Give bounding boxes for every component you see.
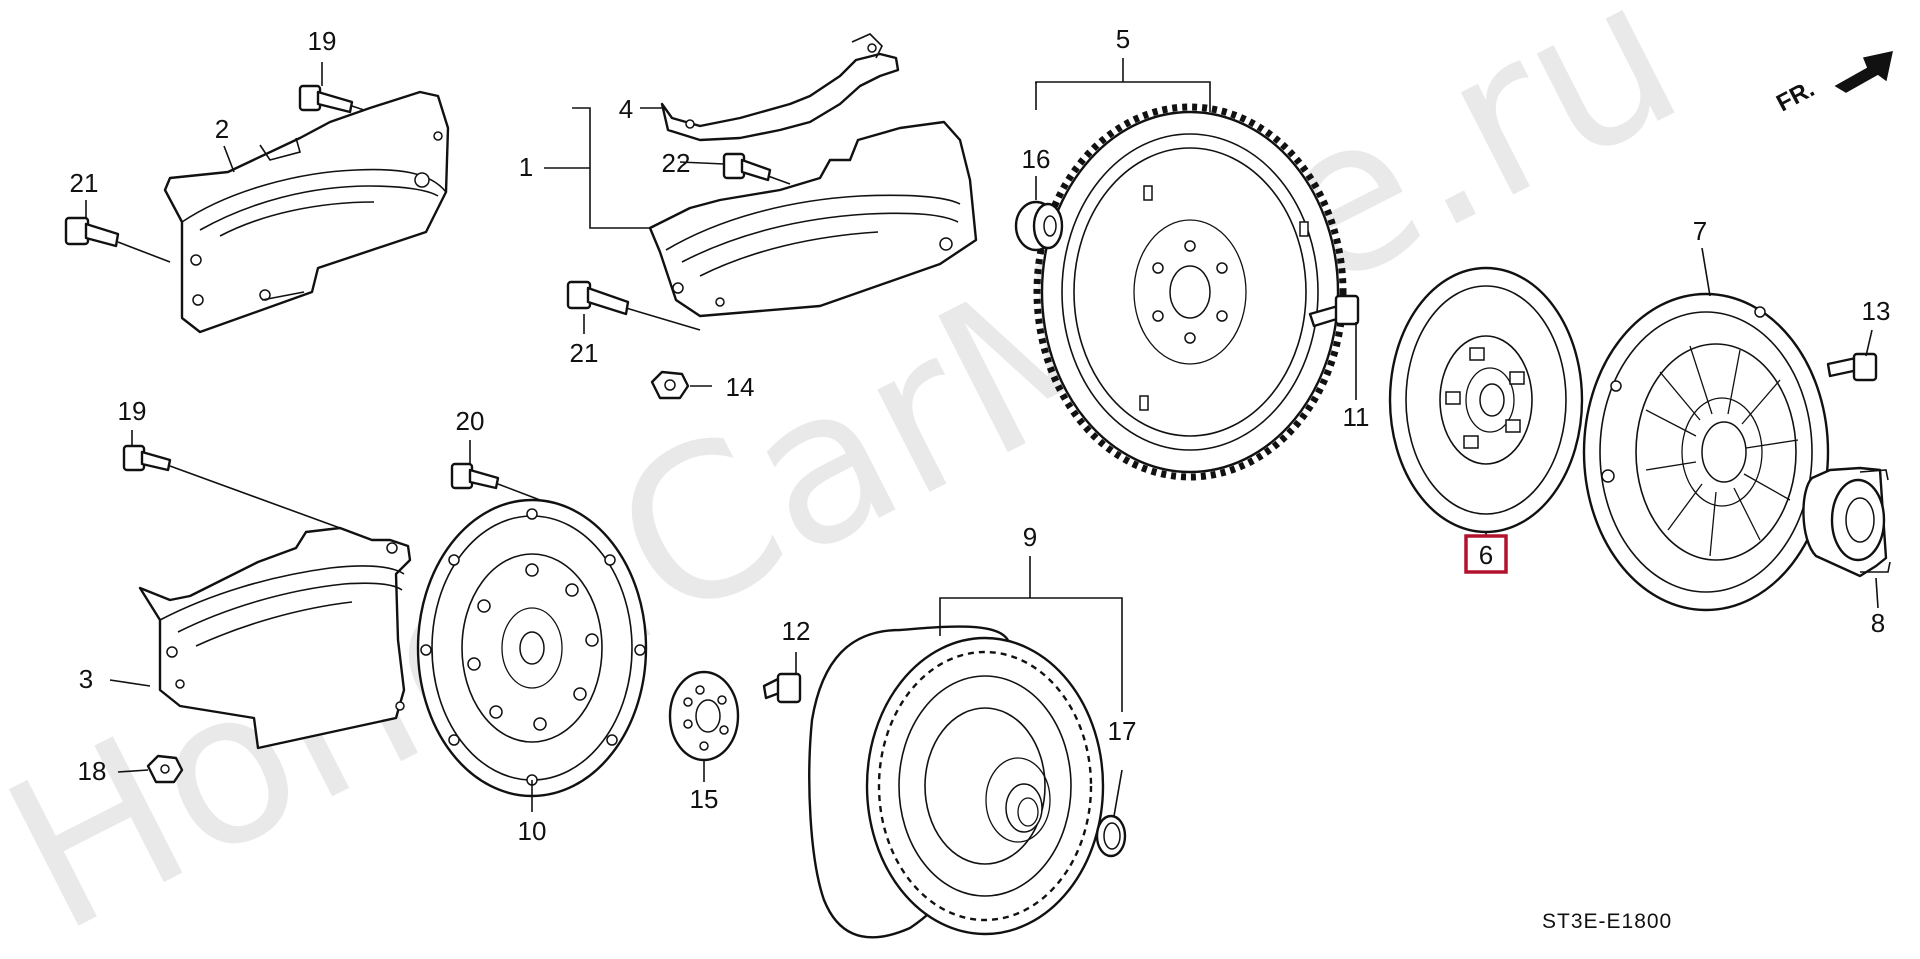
callout-7: 7 xyxy=(1693,216,1707,246)
callout-4: 4 xyxy=(619,94,633,124)
arrow-right-icon xyxy=(1834,51,1893,93)
part-4-bracket xyxy=(660,33,900,142)
part-2-cover-plate xyxy=(163,90,450,334)
part-5-flywheel xyxy=(1033,103,1347,481)
leader-lines xyxy=(85,58,1879,817)
bolt-21-left xyxy=(64,216,120,248)
bolt-19-lower xyxy=(122,444,172,472)
bolt-13 xyxy=(1826,352,1878,382)
callout-22: 22 xyxy=(662,148,691,178)
front-direction-indicator: FR. xyxy=(1772,51,1893,117)
part-10-drive-plate xyxy=(416,498,648,798)
callout-19-lower: 19 xyxy=(118,396,147,426)
plate-15 xyxy=(668,670,740,762)
bolt-20 xyxy=(450,462,500,490)
callout-3: 3 xyxy=(79,664,93,694)
callout-6-highlighted[interactable]: 6 xyxy=(1464,534,1508,574)
bolt-22 xyxy=(722,152,772,182)
callout-17: 17 xyxy=(1108,716,1137,746)
callout-labels: 19 2 21 4 1 22 21 14 5 16 11 19 20 3 18 … xyxy=(70,24,1891,846)
nut-18 xyxy=(146,754,184,784)
highlight-box xyxy=(1464,534,1508,574)
bolt-19-upper xyxy=(298,84,354,114)
callout-13: 13 xyxy=(1862,296,1891,326)
diagram-code: ST3E-E1800 xyxy=(1542,910,1672,933)
callout-5: 5 xyxy=(1116,24,1130,54)
callout-1: 1 xyxy=(519,152,533,182)
bolt-11 xyxy=(1308,294,1360,328)
part-9-torque-converter xyxy=(808,625,1105,939)
bearing-16 xyxy=(1014,200,1064,252)
callout-6: 6 xyxy=(1479,540,1493,570)
callout-8: 8 xyxy=(1871,608,1885,638)
callout-19-upper: 19 xyxy=(308,26,337,56)
callout-16: 16 xyxy=(1022,144,1051,174)
callout-14: 14 xyxy=(726,372,755,402)
callout-10: 10 xyxy=(518,816,547,846)
callout-2: 2 xyxy=(215,114,229,144)
callout-18: 18 xyxy=(78,756,107,786)
callout-9: 9 xyxy=(1023,522,1037,552)
part-6-clutch-disc xyxy=(1388,266,1584,534)
callout-11: 11 xyxy=(1343,402,1370,432)
oring-17 xyxy=(1095,814,1127,858)
callout-20: 20 xyxy=(456,406,485,436)
direction-label: FR. xyxy=(1772,75,1819,117)
part-1-cover-assembly xyxy=(648,120,978,318)
part-8-release-bearing xyxy=(1802,466,1891,578)
bolt-21-center xyxy=(566,280,630,316)
callout-21-left: 21 xyxy=(70,168,99,198)
part-7-pressure-plate xyxy=(1582,292,1830,612)
callout-21-center: 21 xyxy=(570,338,599,368)
callout-15: 15 xyxy=(690,784,719,814)
bolt-12 xyxy=(762,672,802,704)
part-3-cover-plate xyxy=(138,526,412,750)
nut-14 xyxy=(650,370,690,400)
callout-12: 12 xyxy=(782,616,811,646)
